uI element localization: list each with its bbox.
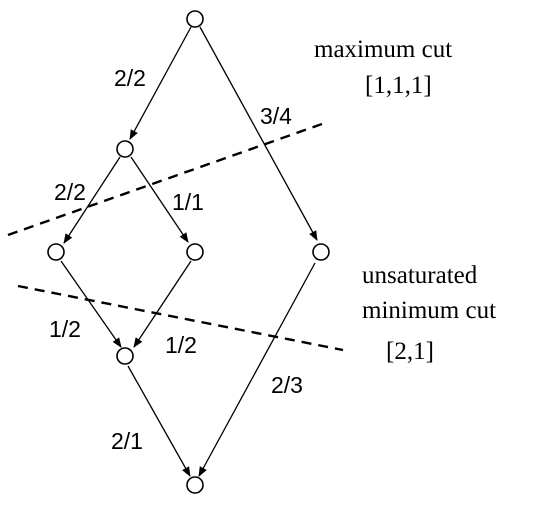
edge-top-right <box>199 26 318 241</box>
edge-label-top-right: 3/4 <box>260 103 292 129</box>
edge-mid-to-right <box>130 156 189 243</box>
edge-right-to-lower <box>133 260 192 348</box>
node-lower <box>116 347 134 365</box>
edge-mid-to-left <box>63 156 121 244</box>
node-far-right <box>312 243 330 261</box>
minimum-cut-title-line2: minimum cut <box>362 297 496 324</box>
minimum-cut-value: [2,1] <box>386 338 434 365</box>
node-left <box>47 243 65 261</box>
edge-left-to-lower <box>60 260 122 348</box>
edge-label-mid-to-left: 2/2 <box>54 179 86 205</box>
edge-lower-to-bottom <box>127 365 191 477</box>
maximum-cut-line <box>7 122 323 237</box>
edge-label-right-to-lower: 1/2 <box>165 332 197 358</box>
node-bottom <box>186 476 204 494</box>
edge-label-top-left: 2/2 <box>114 65 146 91</box>
node-right <box>186 243 204 261</box>
edge-top-left <box>129 26 192 140</box>
minimum-cut-line <box>17 284 344 352</box>
edge-far-right-to-bottom <box>198 262 316 477</box>
maximum-cut-value: [1,1,1] <box>365 72 432 99</box>
edge-label-lower-to-bottom: 2/1 <box>111 428 143 454</box>
maximum-cut-title: maximum cut <box>314 36 452 63</box>
edge-label-left-to-lower: 1/2 <box>49 316 81 342</box>
node-middle <box>116 140 134 158</box>
edge-label-far-right-to-bottom: 2/3 <box>271 372 303 398</box>
minimum-cut-title-line1: unsaturated <box>362 262 478 289</box>
node-top <box>186 10 204 28</box>
edge-label-mid-to-right: 1/1 <box>172 189 204 215</box>
